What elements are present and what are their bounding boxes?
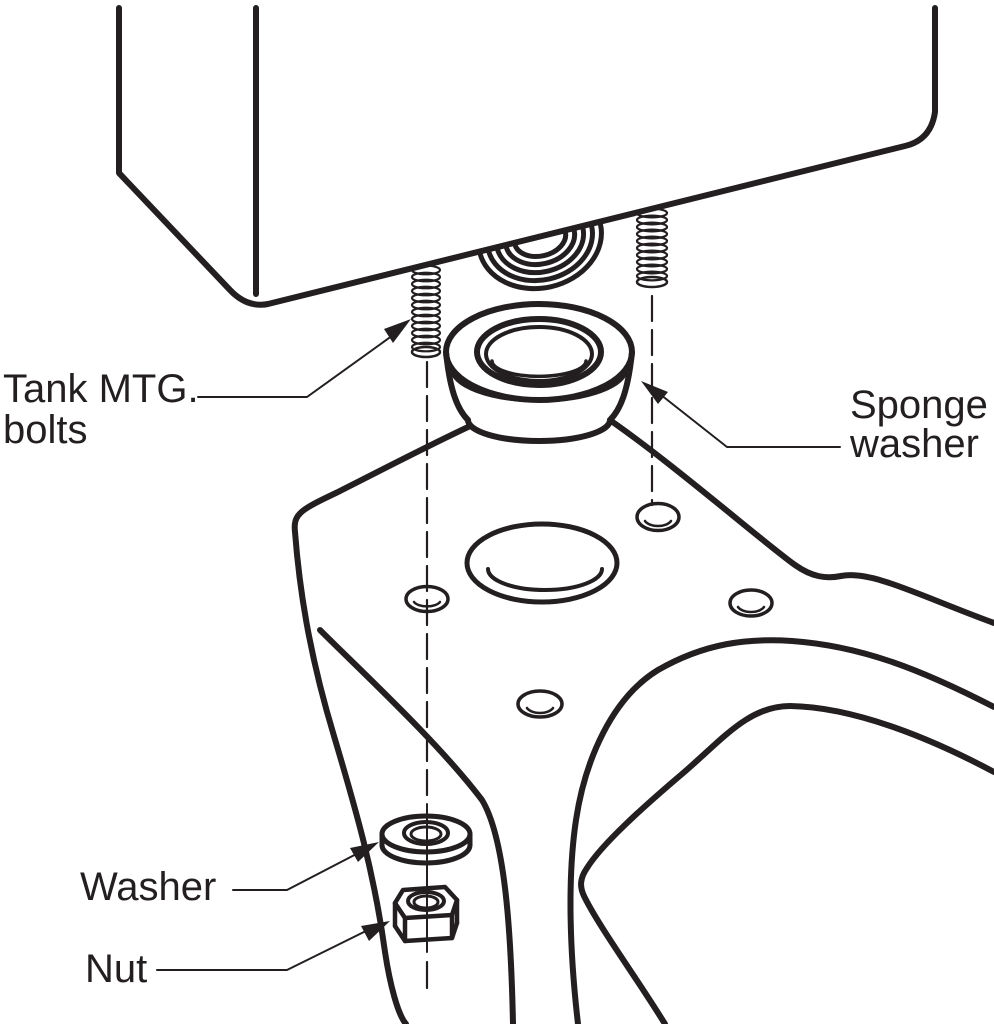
label-sponge-washer: Sponge washer <box>849 383 988 466</box>
arrowhead-washer <box>350 842 379 862</box>
sponge-washer <box>443 301 635 444</box>
tank <box>116 5 938 308</box>
platform-right-edge <box>589 405 994 626</box>
platform-bolt-hole-front <box>516 689 564 719</box>
tank-bolt-left <box>410 264 442 359</box>
label-sponge-washer-line1: Sponge <box>850 383 988 427</box>
bowl-platform <box>291 405 994 1024</box>
label-tank-bolts-line2: bolts <box>3 408 88 452</box>
dome-outer-arc <box>567 637 994 1024</box>
flush-valve-coils <box>477 221 604 292</box>
dome-inner-arc <box>578 703 994 1024</box>
label-washer: Washer <box>80 865 216 909</box>
platform-center-hole <box>464 521 620 605</box>
label-washer-text: Washer <box>80 865 216 909</box>
platform-front-lower-edge <box>317 627 516 1024</box>
arrowhead-tank-bolts <box>384 319 411 343</box>
label-nut-text: Nut <box>85 947 147 991</box>
label-tank-bolts: Tank MTG. bolts <box>3 367 199 452</box>
arrowhead-sponge-washer <box>641 381 668 404</box>
platform-bolt-hole-far-right <box>728 588 774 618</box>
leader-nut <box>156 921 390 971</box>
tank-bolt-right <box>635 207 669 289</box>
leader-sponge-washer <box>641 381 841 448</box>
leader-tank-bolts <box>197 319 411 398</box>
leader-washer <box>232 842 379 891</box>
label-tank-bolts-line1: Tank MTG. <box>3 367 199 411</box>
label-nut: Nut <box>85 947 147 991</box>
bowl-dome <box>567 637 994 1024</box>
label-sponge-washer-line2: washer <box>849 422 979 466</box>
arrowhead-nut <box>361 921 390 941</box>
tank-outline <box>116 5 938 308</box>
platform-left-edge <box>291 407 508 1024</box>
platform-bolt-hole-right <box>635 501 681 533</box>
